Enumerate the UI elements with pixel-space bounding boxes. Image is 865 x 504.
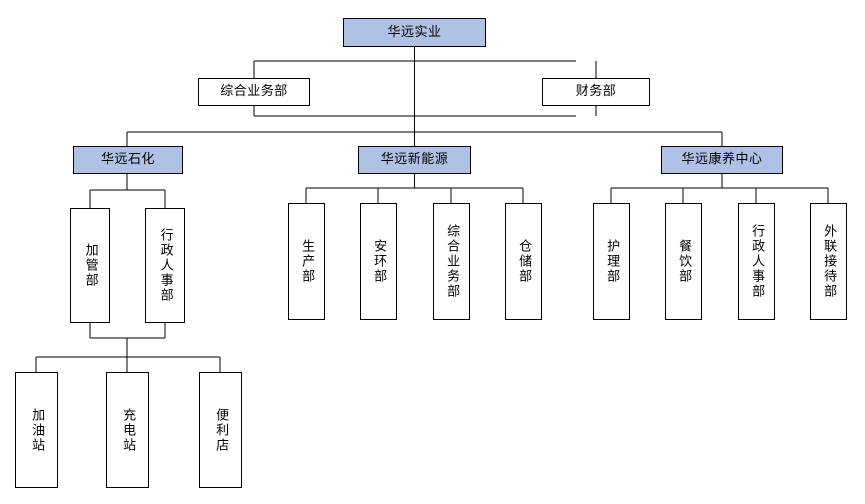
node-petro-grandchild-3[interactable]: 便利店: [199, 372, 242, 488]
node-division-petro-label: 华远石化: [100, 152, 155, 168]
node-division-newenergy-label: 华远新能源: [380, 152, 449, 168]
node-staff-business-label: 综合业务部: [220, 84, 288, 100]
node-petro-child-1[interactable]: 加管部: [70, 208, 110, 323]
node-newenergy-child-4-label: 仓储部: [516, 239, 532, 284]
node-health-child-2[interactable]: 餐饮部: [665, 203, 702, 320]
node-division-health[interactable]: 华远康养中心: [661, 146, 783, 174]
node-health-child-3-label: 行政人事部: [749, 224, 765, 299]
node-newenergy-child-1-label: 生产部: [299, 239, 315, 284]
node-health-child-1[interactable]: 护理部: [593, 203, 630, 320]
node-division-health-label: 华远康养中心: [681, 152, 763, 168]
node-staff-finance-label: 财务部: [575, 84, 617, 100]
node-newenergy-child-3[interactable]: 综合业务部: [433, 203, 470, 320]
node-division-petro[interactable]: 华远石化: [73, 146, 183, 174]
node-petro-child-2-label: 行政人事部: [157, 228, 173, 303]
node-petro-child-2[interactable]: 行政人事部: [145, 208, 185, 323]
node-petro-grandchild-2[interactable]: 充电站: [106, 372, 149, 488]
node-newenergy-child-2[interactable]: 安环部: [360, 203, 397, 320]
node-health-child-2-label: 餐饮部: [676, 239, 692, 284]
node-petro-grandchild-1[interactable]: 加油站: [15, 372, 58, 488]
node-newenergy-child-4[interactable]: 仓储部: [505, 203, 542, 320]
node-staff-business[interactable]: 综合业务部: [198, 78, 310, 106]
node-health-child-1-label: 护理部: [604, 239, 620, 284]
node-newenergy-child-3-label: 综合业务部: [444, 224, 460, 299]
node-petro-grandchild-3-label: 便利店: [213, 407, 229, 453]
node-health-child-4-label: 外联接待部: [821, 224, 837, 299]
node-root-label: 华远实业: [387, 24, 442, 40]
node-petro-child-1-label: 加管部: [82, 243, 98, 288]
node-health-child-4[interactable]: 外联接待部: [810, 203, 847, 320]
node-root[interactable]: 华远实业: [343, 18, 486, 47]
node-newenergy-child-1[interactable]: 生产部: [288, 203, 325, 320]
node-newenergy-child-2-label: 安环部: [371, 239, 387, 284]
node-division-newenergy[interactable]: 华远新能源: [358, 146, 471, 174]
node-petro-grandchild-1-label: 加油站: [29, 407, 45, 453]
node-staff-finance[interactable]: 财务部: [542, 78, 650, 106]
node-petro-grandchild-2-label: 充电站: [120, 407, 136, 453]
node-health-child-3[interactable]: 行政人事部: [738, 203, 775, 320]
